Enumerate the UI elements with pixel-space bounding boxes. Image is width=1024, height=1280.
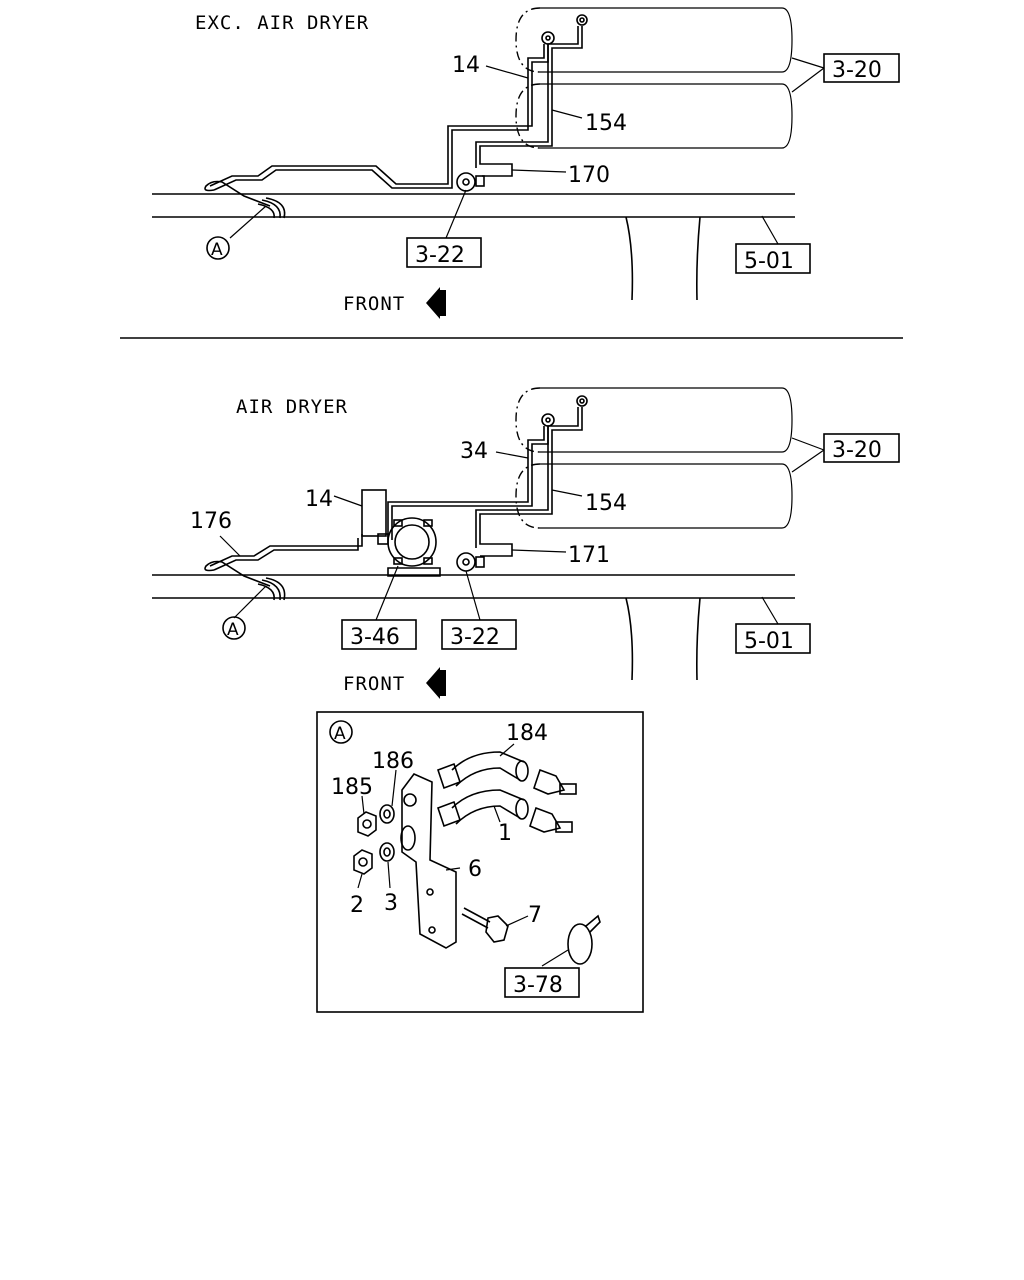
tank-fittings [541,14,588,45]
pipe-front-end [204,180,271,207]
hose-184 [436,751,577,795]
front-hose-coil [257,197,286,219]
washer-186 [379,804,395,824]
ref-box-3-46[interactable]: 3-46 [341,619,417,650]
callout-circle-icon: A [206,236,230,260]
svg-text:3-20: 3-20 [832,438,882,463]
part-label-7: 7 [528,903,542,928]
detail-frame [316,711,644,1013]
pipe-154 [475,26,583,177]
front-hose-coil [257,577,286,601]
svg-text:3-46: 3-46 [350,625,400,650]
part-label-3: 3 [384,891,398,916]
part-label-184: 184 [506,721,548,746]
nut-185 [357,811,377,837]
nut-2 [353,849,373,875]
air-tank-lower [515,463,793,529]
svg-text:A: A [211,240,223,260]
pipe-176 [204,534,363,587]
top-view: EXC. AIR DRYER [152,7,900,319]
svg-text:3-22: 3-22 [450,625,500,650]
pipe-14 [209,44,549,191]
tank-fittings [541,395,588,427]
part-label-6: 6 [468,857,482,882]
front-label: FRONT [343,293,405,315]
part-label-171: 171 [568,543,610,568]
part-label-186: 186 [372,749,414,774]
part-label-1: 1 [498,821,512,846]
part-label-170: 170 [568,163,610,188]
part-label-14: 14 [305,487,333,512]
valve-fitting [456,172,476,192]
air-tank-upper [515,387,793,453]
part-label-154: 154 [585,111,627,136]
detail-a: A [316,711,644,1013]
air-dryer-unit [361,489,441,577]
bolt-7 [461,907,509,943]
ref-box-3-20[interactable]: 3-20 [823,53,900,83]
front-arrow-icon [426,287,446,319]
callout-circle-icon: A [222,616,246,640]
ref-box-3-22[interactable]: 3-22 [441,619,517,650]
svg-text:3-20: 3-20 [832,58,882,83]
bottom-view: AIR DRYER [152,387,900,699]
clip-3-78 [567,914,601,965]
washer-3 [379,842,395,862]
front-label: FRONT [343,673,405,695]
svg-text:3-22: 3-22 [415,243,465,268]
part-label-14: 14 [452,53,480,78]
svg-text:5-01: 5-01 [744,249,794,274]
part-label-2: 2 [350,893,364,918]
pipe-154 [475,407,583,557]
svg-text:A: A [227,620,239,640]
ref-box-3-78[interactable]: 3-78 [504,967,580,998]
part-label-34: 34 [460,439,488,464]
valve-fitting [456,552,476,572]
top-view-title: EXC. AIR DRYER [195,12,369,34]
bracket-6 [400,773,457,949]
ref-box-3-20[interactable]: 3-20 [823,433,900,463]
air-tank-upper [515,7,793,73]
part-label-154: 154 [585,491,627,516]
hose-1 [436,789,573,833]
bottom-view-title: AIR DRYER [236,396,348,418]
frame-rail [152,193,795,301]
ref-box-5-01[interactable]: 5-01 [735,623,811,654]
svg-text:A: A [334,724,346,744]
part-label-176: 176 [190,509,232,534]
part-label-185: 185 [331,775,373,800]
svg-text:5-01: 5-01 [744,629,794,654]
air-tank-lower [515,83,793,149]
callout-circle-icon: A [329,720,353,744]
ref-box-3-22[interactable]: 3-22 [406,237,482,268]
svg-text:3-78: 3-78 [513,973,563,998]
ref-box-5-01[interactable]: 5-01 [735,243,811,274]
front-arrow-icon [426,667,446,699]
